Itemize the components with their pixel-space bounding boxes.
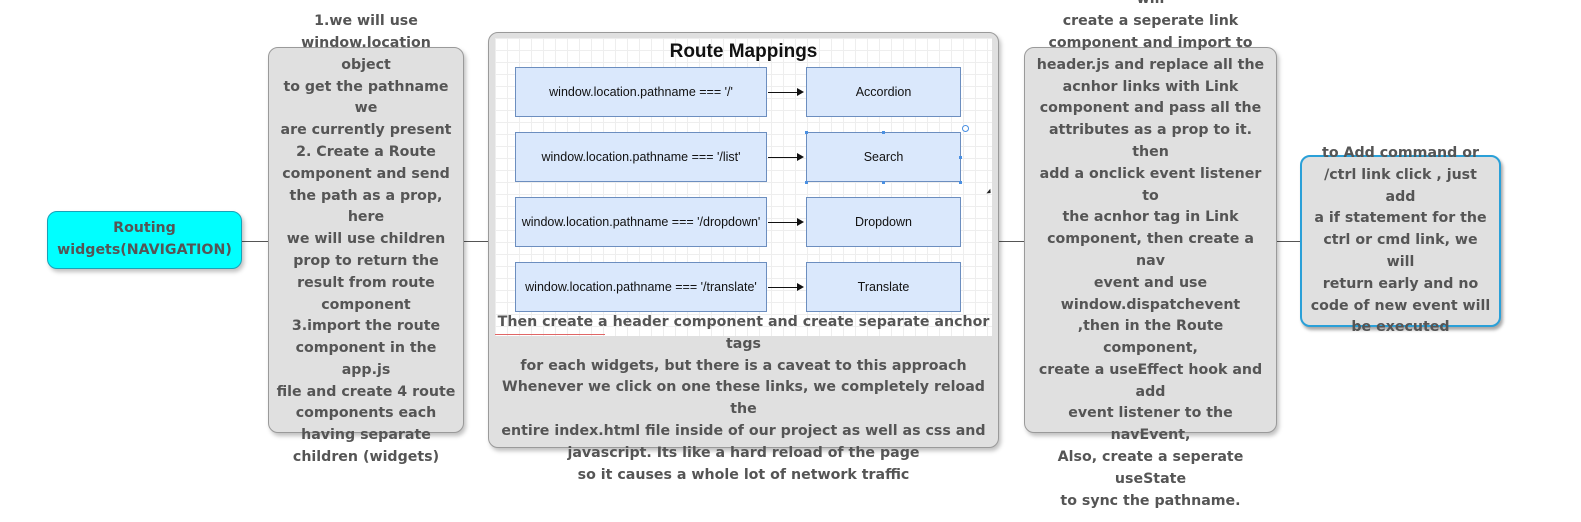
mapping-arrow <box>768 157 801 158</box>
mapping-arrow <box>768 92 801 93</box>
step1-topic-node[interactable]: 1.we will use window.location object to … <box>268 13 464 465</box>
rotate-handle-icon <box>962 125 969 132</box>
selection-handle-icon <box>805 131 808 134</box>
root-topic-label: Routing widgets(NAVIGATION) <box>57 220 232 258</box>
route-mappings-title: Route Mappings <box>669 41 818 62</box>
step3-topic-label: to solve this problem , we will create a… <box>1036 0 1265 509</box>
crop-edge-mark <box>495 334 605 335</box>
selection-handle-icon <box>882 181 885 184</box>
selection-handle-icon <box>805 181 808 184</box>
step2-topic-label: Then create a header component and creat… <box>497 314 990 483</box>
mapping-path-box: window.location.pathname === '/translate… <box>515 262 767 312</box>
arrow-head-icon <box>797 283 804 291</box>
mapping-path-box: window.location.pathname === '/list' <box>515 132 767 182</box>
selection-handle-icon <box>959 156 962 159</box>
mapping-arrow <box>768 287 801 288</box>
mapping-component-box: Dropdown <box>806 197 961 247</box>
step1-topic-label: 1.we will use window.location object to … <box>276 13 456 466</box>
route-mappings-image: Route Mappings window.location.pathname … <box>495 38 992 336</box>
selection-handle-icon <box>882 131 885 134</box>
selection-handle-icon <box>959 181 962 184</box>
connector-step3-step4 <box>1277 241 1300 242</box>
step3-topic-node[interactable]: to solve this problem , we will create a… <box>1024 0 1277 509</box>
mapping-component-box: Accordion <box>806 67 961 117</box>
connector-root-step1 <box>242 241 268 242</box>
step2-topic-node[interactable]: Route Mappings window.location.pathname … <box>488 32 999 483</box>
mapping-component-box: Search <box>806 132 961 182</box>
step4-topic-label: to Add command or /ctrl link click , jus… <box>1310 144 1491 336</box>
mapping-arrow <box>768 222 801 223</box>
mapping-path-box: window.location.pathname === '/' <box>515 67 767 117</box>
mapping-component-box: Translate <box>806 262 961 312</box>
step4-topic-node[interactable]: to Add command or /ctrl link click , jus… <box>1300 145 1501 335</box>
root-topic-node[interactable]: Routing widgets(NAVIGATION) <box>47 211 242 269</box>
connector-step1-step2 <box>464 241 488 242</box>
cursor-icon <box>986 188 992 196</box>
connector-step2-step3 <box>999 241 1024 242</box>
arrow-head-icon <box>797 218 804 226</box>
mapping-path-box: window.location.pathname === '/dropdown' <box>515 197 767 247</box>
arrow-head-icon <box>797 153 804 161</box>
arrow-head-icon <box>797 88 804 96</box>
